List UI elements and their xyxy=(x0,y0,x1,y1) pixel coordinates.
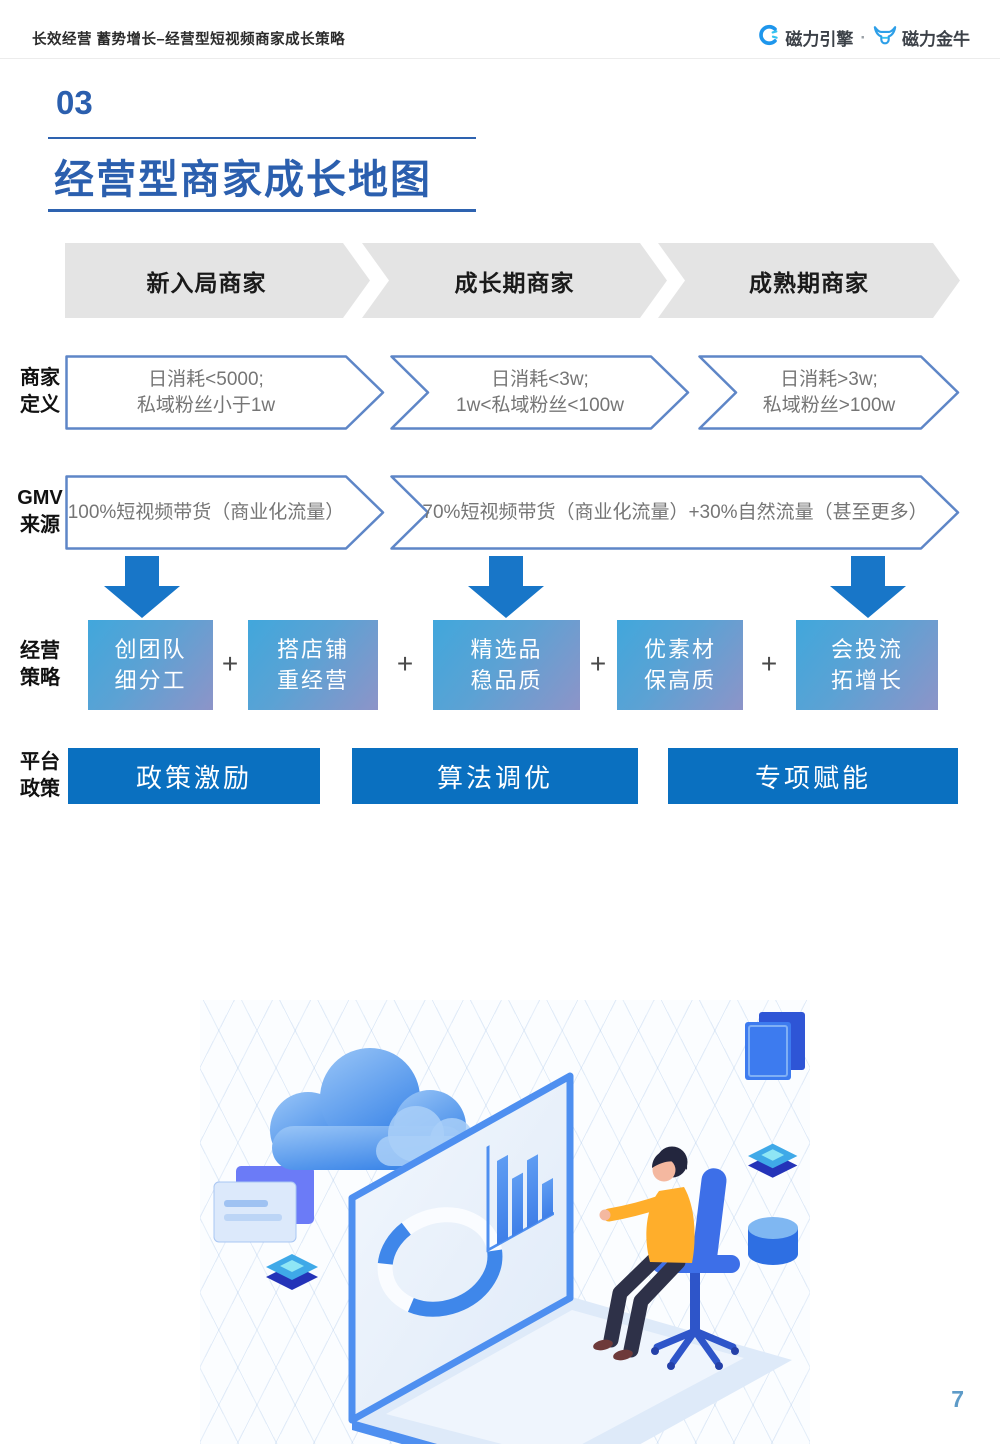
policy-bar-enable: 专项赋能 xyxy=(668,748,958,804)
database-icon xyxy=(748,1217,798,1265)
row-label-definition: 商家 定义 xyxy=(20,367,60,416)
brand-bull-label: 磁力金牛 xyxy=(902,30,970,49)
row-label-gmv: GMV 来源 xyxy=(17,487,63,536)
stage-banner-growth: 成长期商家 xyxy=(362,243,667,318)
document-title: 长效经营 蓄势增长–经营型短视频商家成长策略 xyxy=(32,32,346,48)
strategy-box-product: 精选品 稳品质 xyxy=(433,620,580,710)
definition-chevron-3: 日消耗>3w; 私域粉丝>100w xyxy=(698,355,960,430)
gmv-chevron-1: 100%短视频带货（商业化流量） xyxy=(65,475,385,550)
page-header: 长效经营 蓄势增长–经营型短视频商家成长策略 磁力引擎 · 磁力金牛 xyxy=(0,0,1000,59)
brand-engine-label: 磁力引擎 xyxy=(785,30,854,49)
down-arrow-icon xyxy=(104,556,180,618)
stage-banner-new: 新入局商家 xyxy=(65,243,370,318)
row-label-strategy: 经营 策略 xyxy=(20,640,60,689)
brand-logos: 磁力引擎 · 磁力金牛 xyxy=(758,24,970,51)
strategy-box-shop: 搭店铺 重经营 xyxy=(248,620,378,710)
strategy-box-traffic: 会投流 拓增长 xyxy=(796,620,938,710)
office-chair-illustration xyxy=(651,1168,740,1370)
growth-illustration xyxy=(200,1000,810,1444)
brand-separator: · xyxy=(860,27,866,47)
title-rule-bottom xyxy=(48,209,476,212)
donut-chart-icon xyxy=(377,1207,503,1317)
bull-head-icon xyxy=(873,25,897,51)
layers-icon xyxy=(748,1143,798,1178)
plus-sign: + xyxy=(589,648,607,679)
definition-chevron-1: 日消耗<5000; 私域粉丝小于1w xyxy=(65,355,385,430)
policy-bar-incentive: 政策激励 xyxy=(68,748,320,804)
down-arrow-icon xyxy=(468,556,544,618)
window-panels-icon xyxy=(213,1166,314,1243)
magnet-swirl-icon xyxy=(758,24,780,51)
person-illustration xyxy=(593,1146,695,1361)
plus-sign: + xyxy=(760,648,778,679)
plus-sign: + xyxy=(221,648,239,679)
section-number: 03 xyxy=(56,84,93,121)
bar-chart-icon xyxy=(486,1145,554,1253)
strategy-box-team: 创团队 细分工 xyxy=(88,620,213,710)
title-rule-top xyxy=(48,137,476,139)
row-label-policy: 平台 政策 xyxy=(20,751,60,800)
books-icon xyxy=(745,1012,805,1080)
policy-bar-algorithm: 算法调优 xyxy=(352,748,638,804)
page-title: 经营型商家成长地图 xyxy=(54,158,432,202)
down-arrow-icon xyxy=(830,556,906,618)
definition-chevron-2: 日消耗<3w; 1w<私域粉丝<100w xyxy=(390,355,690,430)
plus-sign: + xyxy=(396,648,414,679)
layers-icon xyxy=(266,1254,318,1290)
gmv-chevron-2: 70%短视频带货（商业化流量）+30%自然流量（甚至更多） xyxy=(390,475,960,550)
stage-banner-mature: 成熟期商家 xyxy=(658,243,960,318)
strategy-box-material: 优素材 保高质 xyxy=(617,620,743,710)
page-number: 7 xyxy=(951,1386,964,1412)
